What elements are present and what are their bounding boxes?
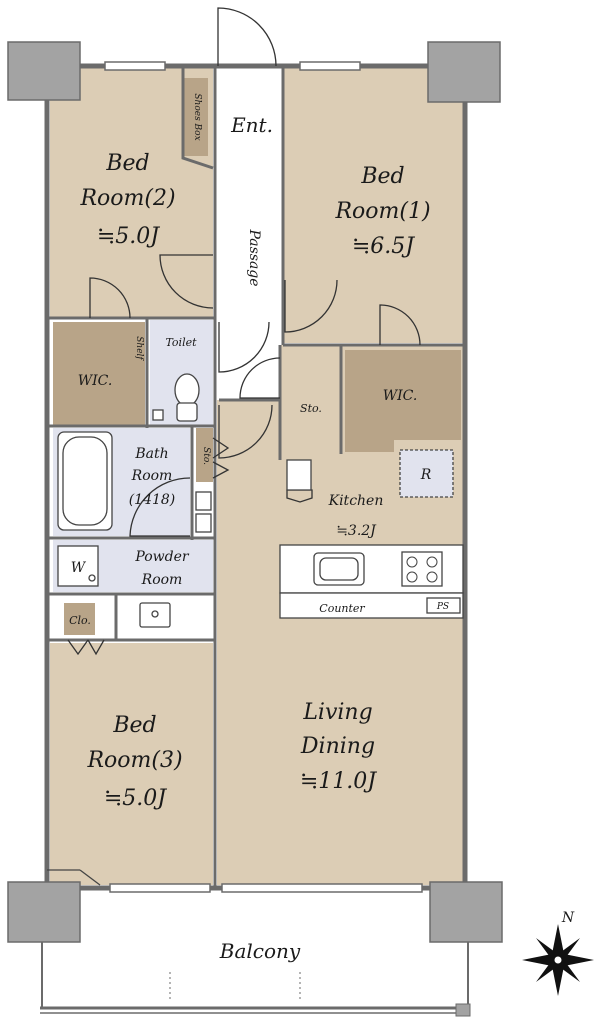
bed1-door[interactable] bbox=[284, 279, 338, 333]
sto-small bbox=[196, 428, 213, 482]
pillar-top-right bbox=[427, 41, 501, 103]
bed-room-3-size: ≒5.0J bbox=[104, 786, 167, 811]
passage-label: Passage bbox=[246, 228, 262, 286]
bed-room-2-size: ≒5.0J bbox=[97, 224, 160, 249]
entrance-floor bbox=[215, 68, 280, 188]
pillar-top-left bbox=[7, 41, 81, 101]
refrigerator[interactable] bbox=[399, 449, 454, 498]
washer-label: W bbox=[71, 560, 87, 576]
toilet-tank bbox=[176, 402, 198, 422]
bed2-door[interactable] bbox=[159, 254, 214, 309]
powder-room-label: Powder bbox=[134, 549, 190, 565]
bed2-closet-door[interactable] bbox=[89, 277, 131, 319]
bed-room-1-size: ≒6.5J bbox=[352, 234, 415, 259]
refrigerator-label: R bbox=[420, 467, 432, 483]
ps-box bbox=[426, 597, 461, 614]
sto-kitchen[interactable] bbox=[287, 350, 336, 454]
wic-shelf bbox=[131, 328, 143, 368]
balcony-label: Balcony bbox=[219, 939, 301, 963]
living-dining-size: ≒11.0J bbox=[300, 769, 377, 794]
bed-room-1-label: Room(1) bbox=[334, 199, 430, 224]
north-label: N bbox=[561, 910, 575, 926]
bed-room-3-label: Bed bbox=[112, 713, 156, 738]
closet-door-right[interactable] bbox=[87, 639, 105, 656]
bath-room-code: (1418) bbox=[129, 492, 176, 508]
shoes-box bbox=[183, 78, 208, 156]
living-dining-label: Living bbox=[302, 700, 372, 725]
toilet-bowl bbox=[174, 373, 200, 407]
stove-burners bbox=[406, 556, 438, 583]
entrance-door[interactable] bbox=[217, 7, 277, 67]
wic-shelf-label: Shelf bbox=[134, 336, 144, 361]
window-living bbox=[221, 883, 423, 893]
room-labels: Bed Room(2) ≒5.0J Bed Room(1) ≒6.5J Bed … bbox=[69, 93, 575, 963]
sto-small-label: Sto. bbox=[201, 447, 211, 465]
toilet-label: Toilet bbox=[165, 336, 197, 349]
counter-label: Counter bbox=[319, 602, 365, 615]
wic-right[interactable] bbox=[345, 350, 461, 452]
storage-fills bbox=[53, 78, 461, 635]
bed1-wic-door[interactable] bbox=[379, 304, 421, 346]
wic-right-label: WIC. bbox=[383, 388, 418, 404]
closet[interactable] bbox=[64, 603, 95, 635]
pillars bbox=[7, 41, 503, 943]
powder-room-label: Room bbox=[141, 572, 183, 588]
toilet-door[interactable] bbox=[218, 321, 270, 373]
closet-door-left[interactable] bbox=[67, 639, 89, 656]
passage-floor[interactable] bbox=[219, 188, 281, 400]
bath-storage-1 bbox=[195, 491, 212, 511]
sto-small-door[interactable] bbox=[212, 437, 230, 459]
bed-room-3-label: Room(3) bbox=[86, 748, 182, 773]
bed-room-1-label: Bed bbox=[360, 164, 404, 189]
entrance-label: Ent. bbox=[230, 113, 273, 137]
bed-room-3-floor[interactable] bbox=[50, 643, 213, 885]
bed-room-2-label: Room(2) bbox=[79, 186, 175, 211]
window-bed2 bbox=[104, 61, 166, 71]
windows bbox=[104, 61, 423, 893]
gas-stove[interactable] bbox=[401, 551, 443, 587]
bathtub-inner bbox=[62, 436, 108, 526]
bath-room-label: Bath bbox=[134, 446, 168, 462]
pillar-bottom-right bbox=[429, 881, 503, 943]
living-door[interactable] bbox=[218, 404, 273, 459]
balcony bbox=[40, 942, 471, 1017]
sto-kitchen-label: Sto. bbox=[300, 402, 322, 415]
wic-left[interactable] bbox=[53, 322, 145, 425]
shoes-box-label: Shoes Box bbox=[192, 93, 202, 140]
living-dining-label: Dining bbox=[300, 734, 375, 759]
compass-icon bbox=[522, 924, 594, 996]
kitchen-size: ≒3.2J bbox=[336, 523, 377, 539]
bath-room-label: Room bbox=[131, 468, 173, 484]
window-bed3 bbox=[109, 883, 211, 893]
doors bbox=[67, 7, 421, 656]
bed-room-1-floor[interactable] bbox=[283, 68, 463, 343]
bath-door[interactable] bbox=[129, 477, 191, 537]
passage-door[interactable] bbox=[239, 357, 281, 399]
kitchen-sto-box bbox=[286, 459, 312, 491]
bath-storage-2 bbox=[195, 513, 212, 533]
ps-label: PS bbox=[436, 602, 449, 612]
pillar-bottom-left bbox=[7, 881, 81, 943]
kitchen-label: Kitchen bbox=[328, 493, 384, 509]
bed-room-2-label: Bed bbox=[105, 151, 149, 176]
fixtures bbox=[47, 373, 464, 886]
toilet-paper bbox=[152, 409, 164, 421]
window-bed1 bbox=[299, 61, 361, 71]
sto-small-door-2[interactable] bbox=[212, 461, 230, 479]
closet-label: Clo. bbox=[69, 614, 91, 627]
wic-left-label: WIC. bbox=[78, 373, 113, 389]
